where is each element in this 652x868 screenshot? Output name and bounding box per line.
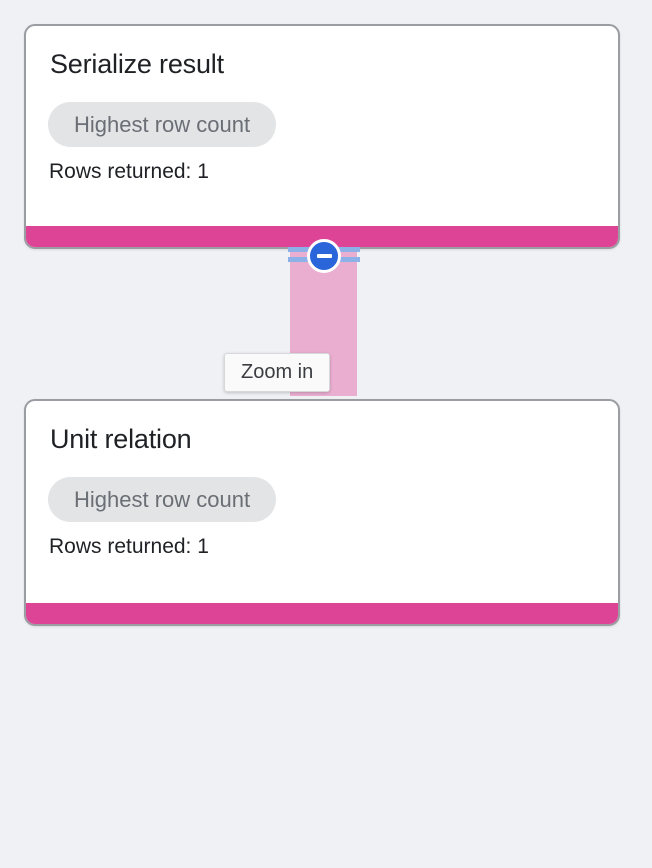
graph-node-unit-relation[interactable]: Unit relation Highest row count Rows ret…: [24, 399, 620, 626]
edge-line-left-lower: [288, 257, 314, 262]
minus-circle-icon[interactable]: [307, 239, 341, 273]
node-rows-returned: Rows returned: 1: [49, 535, 209, 558]
node-rows-returned: Rows returned: 1: [49, 160, 209, 183]
node-badge-highest-row-count: Highest row count: [48, 477, 277, 522]
edge-line-left-upper: [288, 247, 314, 252]
edge-line-right-upper: [334, 247, 360, 252]
edge-line-right-lower: [334, 257, 360, 262]
node-badge-highest-row-count: Highest row count: [48, 102, 277, 147]
node-accent-bar: [26, 603, 618, 624]
node-title: Serialize result: [50, 49, 224, 79]
graph-node-serialize-result[interactable]: Serialize result Highest row count Rows …: [24, 24, 620, 249]
node-title: Unit relation: [50, 424, 192, 454]
minus-glyph: [316, 254, 332, 258]
tooltip-zoom-in: Zoom in: [224, 353, 331, 392]
node-accent-bar: [26, 226, 618, 247]
edge-collapse-handle[interactable]: [288, 239, 360, 273]
